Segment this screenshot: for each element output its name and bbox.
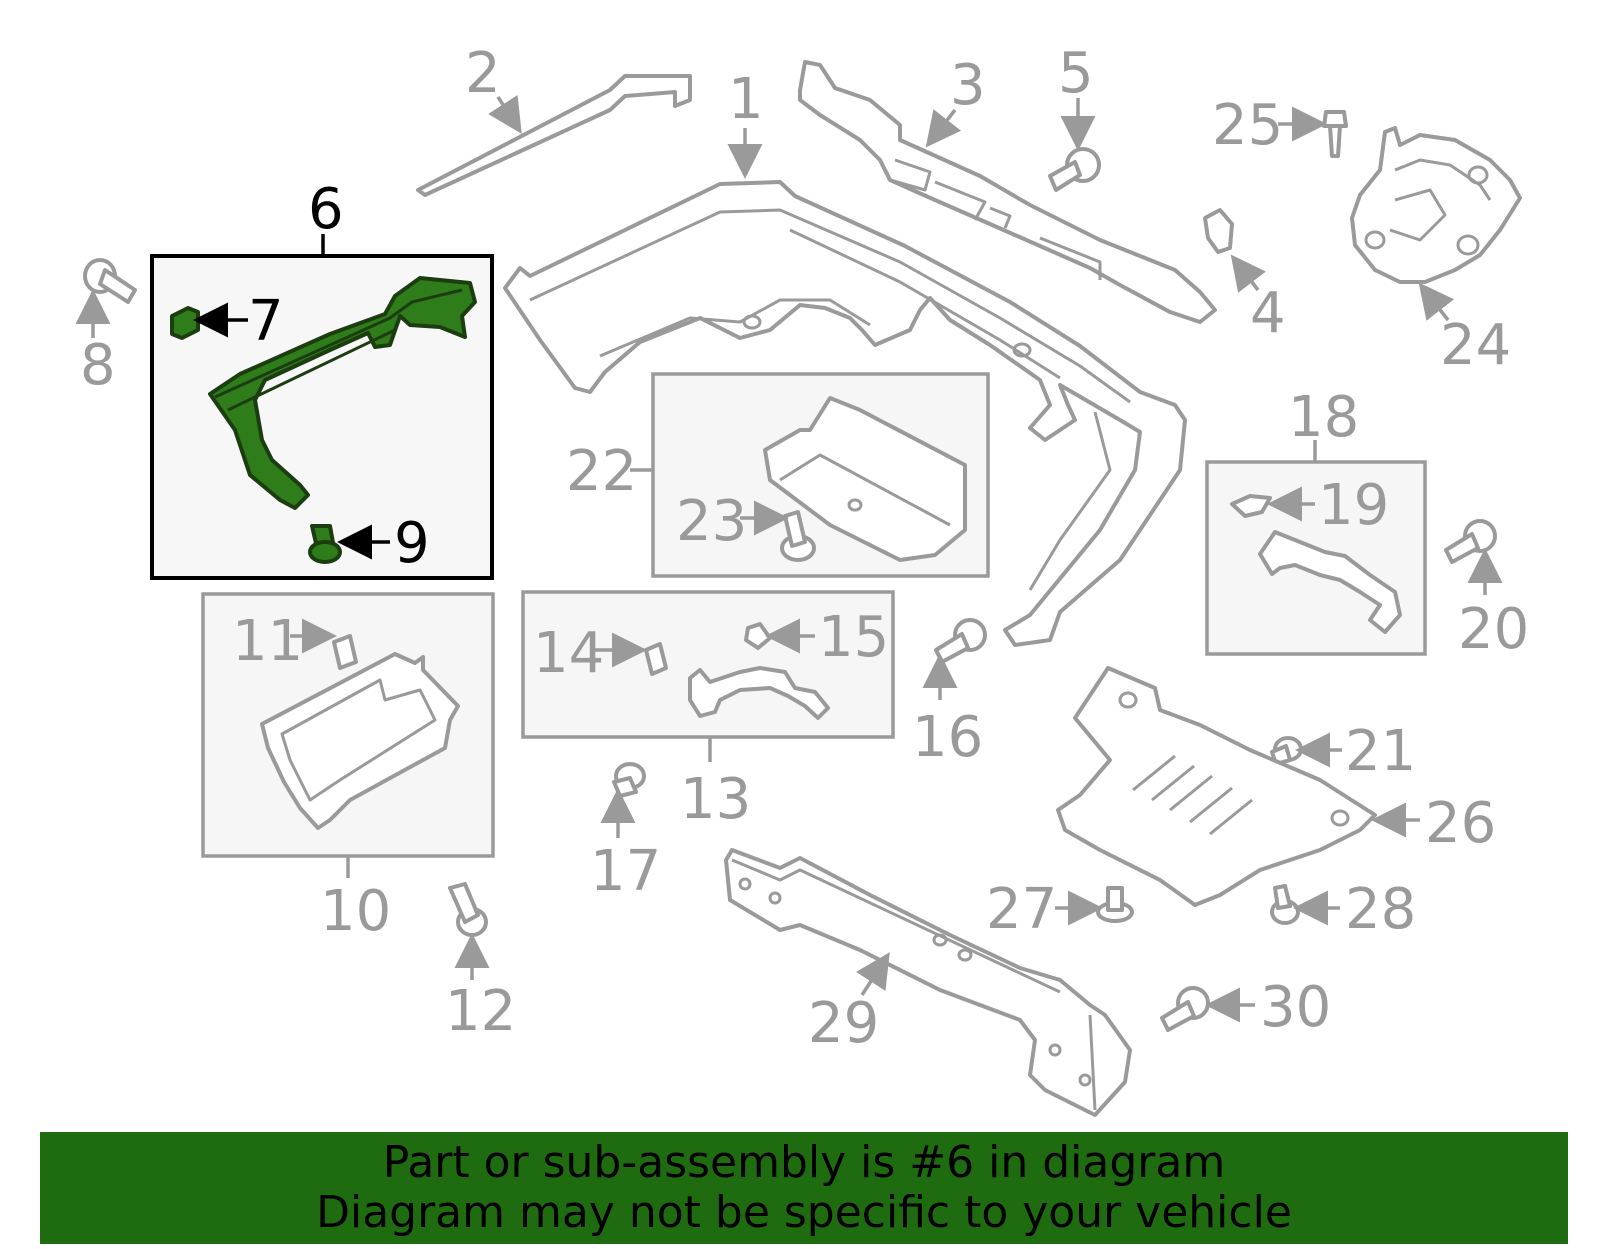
part-27-stud[interactable] [1096,886,1134,923]
callout-15[interactable]: 15 [818,605,889,670]
part-13-bracket[interactable] [688,666,830,720]
callout-2[interactable]: 2 [465,41,501,106]
callout-17[interactable]: 17 [590,839,661,904]
callout-4[interactable]: 4 [1250,281,1286,346]
part-22-cover[interactable] [763,396,967,562]
part-11-clip[interactable] [332,634,358,670]
part-7-clip[interactable] [170,306,200,340]
part-24-splash-guard[interactable] [1350,126,1522,284]
part-2-trim-strip[interactable] [416,74,692,197]
banner-line-1: Part or sub-assembly is #6 in diagram [382,1137,1226,1188]
part-8-screw[interactable] [83,258,137,304]
leader-lines [75,94,1503,1023]
part-6-reinforcement-bracket[interactable] [208,276,477,510]
part-15-clip[interactable] [744,622,772,650]
part-3-upper-retainer[interactable] [798,60,1217,324]
part-28-push-pin[interactable] [1270,884,1300,925]
callout-7[interactable]: 7 [248,289,284,354]
callout-29[interactable]: 29 [808,991,879,1056]
callout-14[interactable]: 14 [533,621,604,686]
part-30-screw[interactable] [1160,986,1210,1032]
part-9-push-pin[interactable] [308,524,342,564]
info-banner: Part or sub-assembly is #6 in diagram Di… [40,1132,1568,1244]
subassembly-box-13 [521,590,895,739]
part-17-push-pin[interactable] [612,762,646,798]
callout-18[interactable]: 18 [1288,385,1359,450]
callout-12[interactable]: 12 [445,979,516,1044]
callout-19[interactable]: 19 [1318,473,1389,538]
callout-9[interactable]: 9 [394,511,430,576]
callout-6[interactable]: 6 [308,177,344,242]
part-25-screw[interactable] [1322,110,1348,158]
callout-8[interactable]: 8 [80,333,116,398]
callout-23[interactable]: 23 [676,489,747,554]
callout-24[interactable]: 24 [1440,313,1511,378]
callout-1[interactable]: 1 [728,67,764,132]
part-23-bolt[interactable] [780,510,816,562]
callout-22[interactable]: 22 [566,439,637,504]
part-10-energy-absorber[interactable] [260,652,460,830]
part-4-clip[interactable] [1203,208,1234,254]
part-16-screw[interactable] [934,618,987,664]
part-18-bracket[interactable] [1258,530,1402,634]
callout-28[interactable]: 28 [1345,877,1416,942]
callout-labels: 1 2 3 4 5 6 7 8 9 10 11 12 13 14 15 16 1… [80,41,1529,1056]
callout-10[interactable]: 10 [320,879,391,944]
callout-16[interactable]: 16 [912,705,983,770]
callout-3[interactable]: 3 [950,53,986,118]
part-19-clip[interactable] [1230,494,1272,518]
callout-20[interactable]: 20 [1458,597,1529,662]
part-12-bolt[interactable] [448,882,488,937]
part-5-screw[interactable] [1048,147,1101,192]
callout-26[interactable]: 26 [1425,791,1496,856]
callout-5[interactable]: 5 [1058,41,1094,106]
part-26-under-shield[interactable] [1056,666,1377,907]
callout-30[interactable]: 30 [1260,975,1331,1040]
callout-11[interactable]: 11 [232,609,303,674]
banner-line-2: Diagram may not be specific to your vehi… [316,1187,1292,1238]
callout-25[interactable]: 25 [1212,93,1283,158]
callout-13[interactable]: 13 [680,767,751,832]
callout-21[interactable]: 21 [1345,719,1416,784]
callout-27[interactable]: 27 [986,877,1057,942]
part-14-clip[interactable] [644,642,668,676]
part-1-bumper-cover[interactable] [503,180,1187,647]
part-20-screw[interactable] [1444,519,1497,564]
part-29-bumper-beam[interactable] [724,848,1132,1117]
